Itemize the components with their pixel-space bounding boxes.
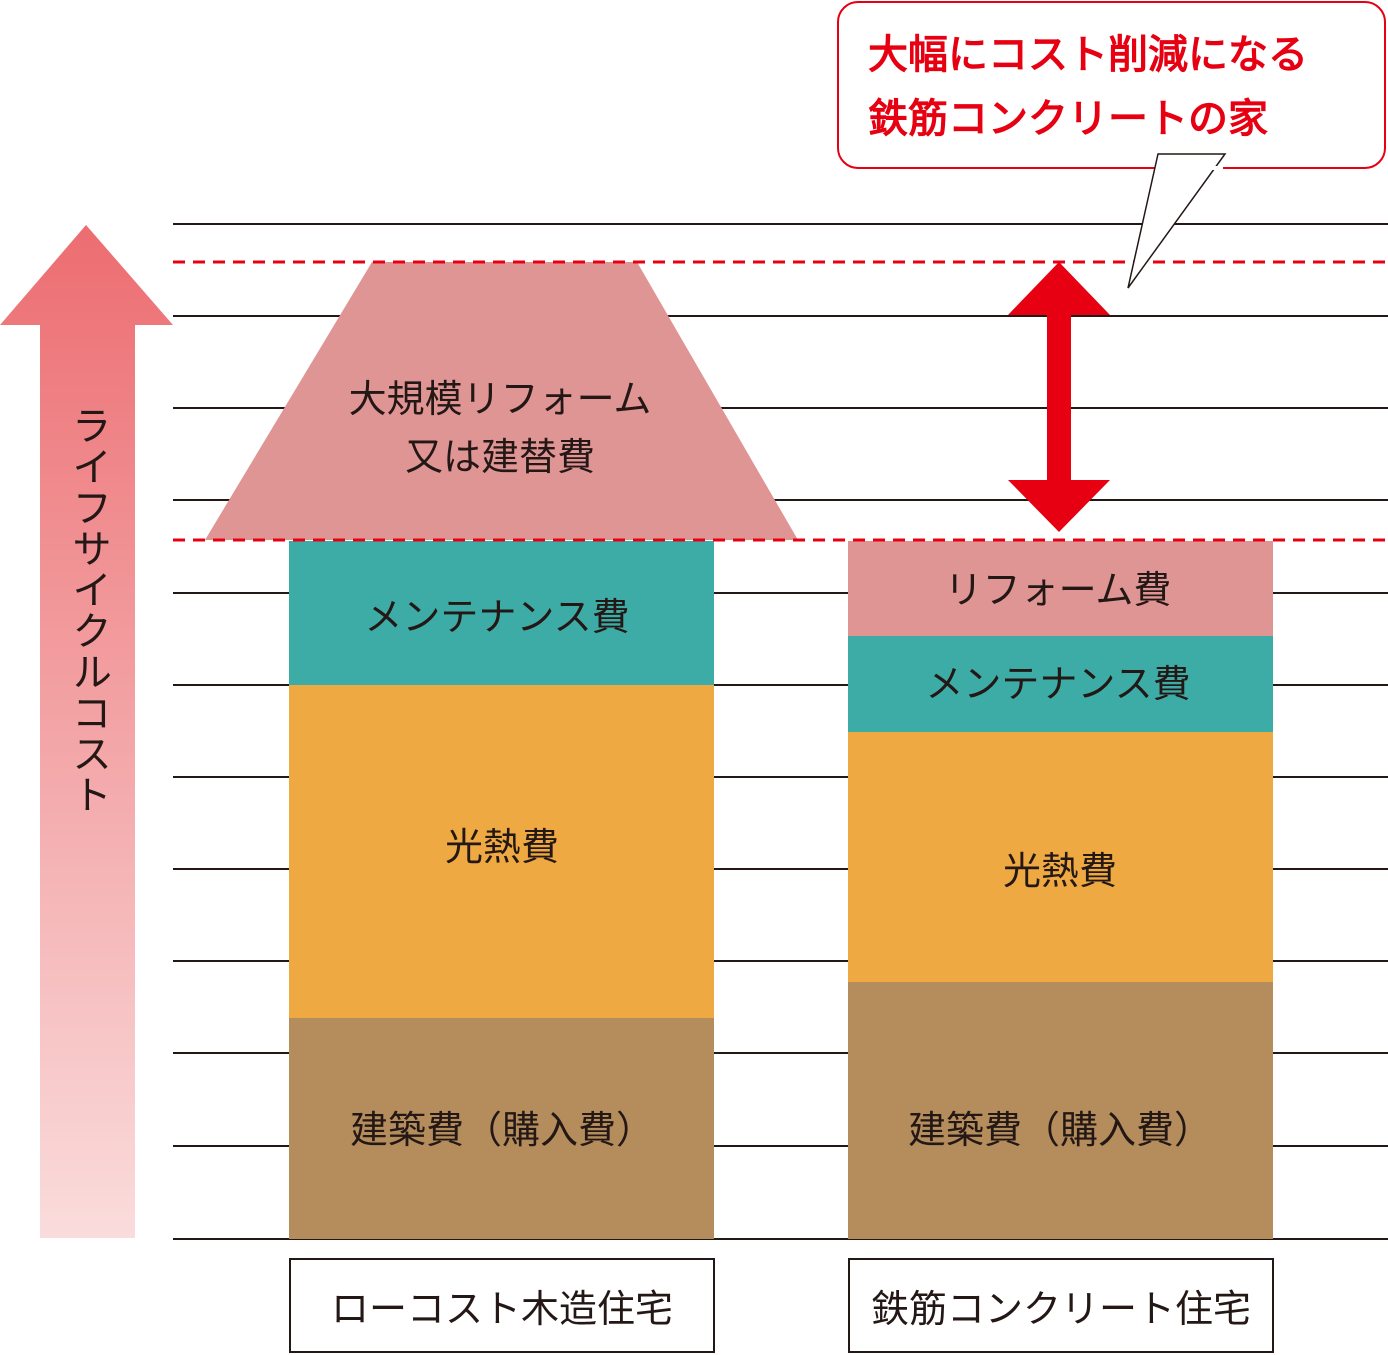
segment-label: 光熱費 <box>445 825 559 869</box>
callout-line1: 大幅にコスト削減になる <box>868 32 1308 78</box>
segment-building-cost <box>289 1018 714 1239</box>
segment-label: メンテナンス費 <box>364 595 629 639</box>
category-label-wooden: ローコスト木造住宅 <box>289 1258 715 1353</box>
callout-bubble: 大幅にコスト削減になる 鉄筋コンクリートの家 <box>837 1 1386 289</box>
double-headed-arrow-icon <box>1008 262 1110 532</box>
roof-label-line2: 又は建替費 <box>405 435 595 479</box>
segment-maintenance-cost <box>848 636 1273 732</box>
segment-reform-cost <box>848 541 1273 636</box>
segment-utility-cost <box>848 732 1273 982</box>
segment-label: 光熱費 <box>1003 849 1117 893</box>
column-concrete-house: 建築費（購入費） 光熱費 メンテナンス費 リフォーム費 <box>848 541 1273 1239</box>
segment-building-cost <box>848 982 1273 1239</box>
segment-label: リフォーム費 <box>945 568 1172 612</box>
column-wooden-house: 建築費（購入費） 光熱費 メンテナンス費 大規模リフォーム 又は建替費 <box>205 262 798 1239</box>
roof-label-line1: 大規模リフォーム <box>349 377 652 421</box>
segment-utility-cost <box>289 685 714 1018</box>
axis-label: ライフサイクルコスト <box>65 405 111 815</box>
category-label-concrete: 鉄筋コンクリート住宅 <box>848 1258 1274 1353</box>
up-arrow-gradient-icon <box>0 225 173 1238</box>
segment-label: 建築費（購入費） <box>350 1108 654 1152</box>
segment-maintenance-cost <box>289 541 714 685</box>
callout-line2: 鉄筋コンクリートの家 <box>868 96 1268 142</box>
segment-label: 建築費（購入費） <box>908 1108 1212 1152</box>
roof-major-reform <box>205 262 798 540</box>
segment-label: メンテナンス費 <box>925 662 1190 706</box>
